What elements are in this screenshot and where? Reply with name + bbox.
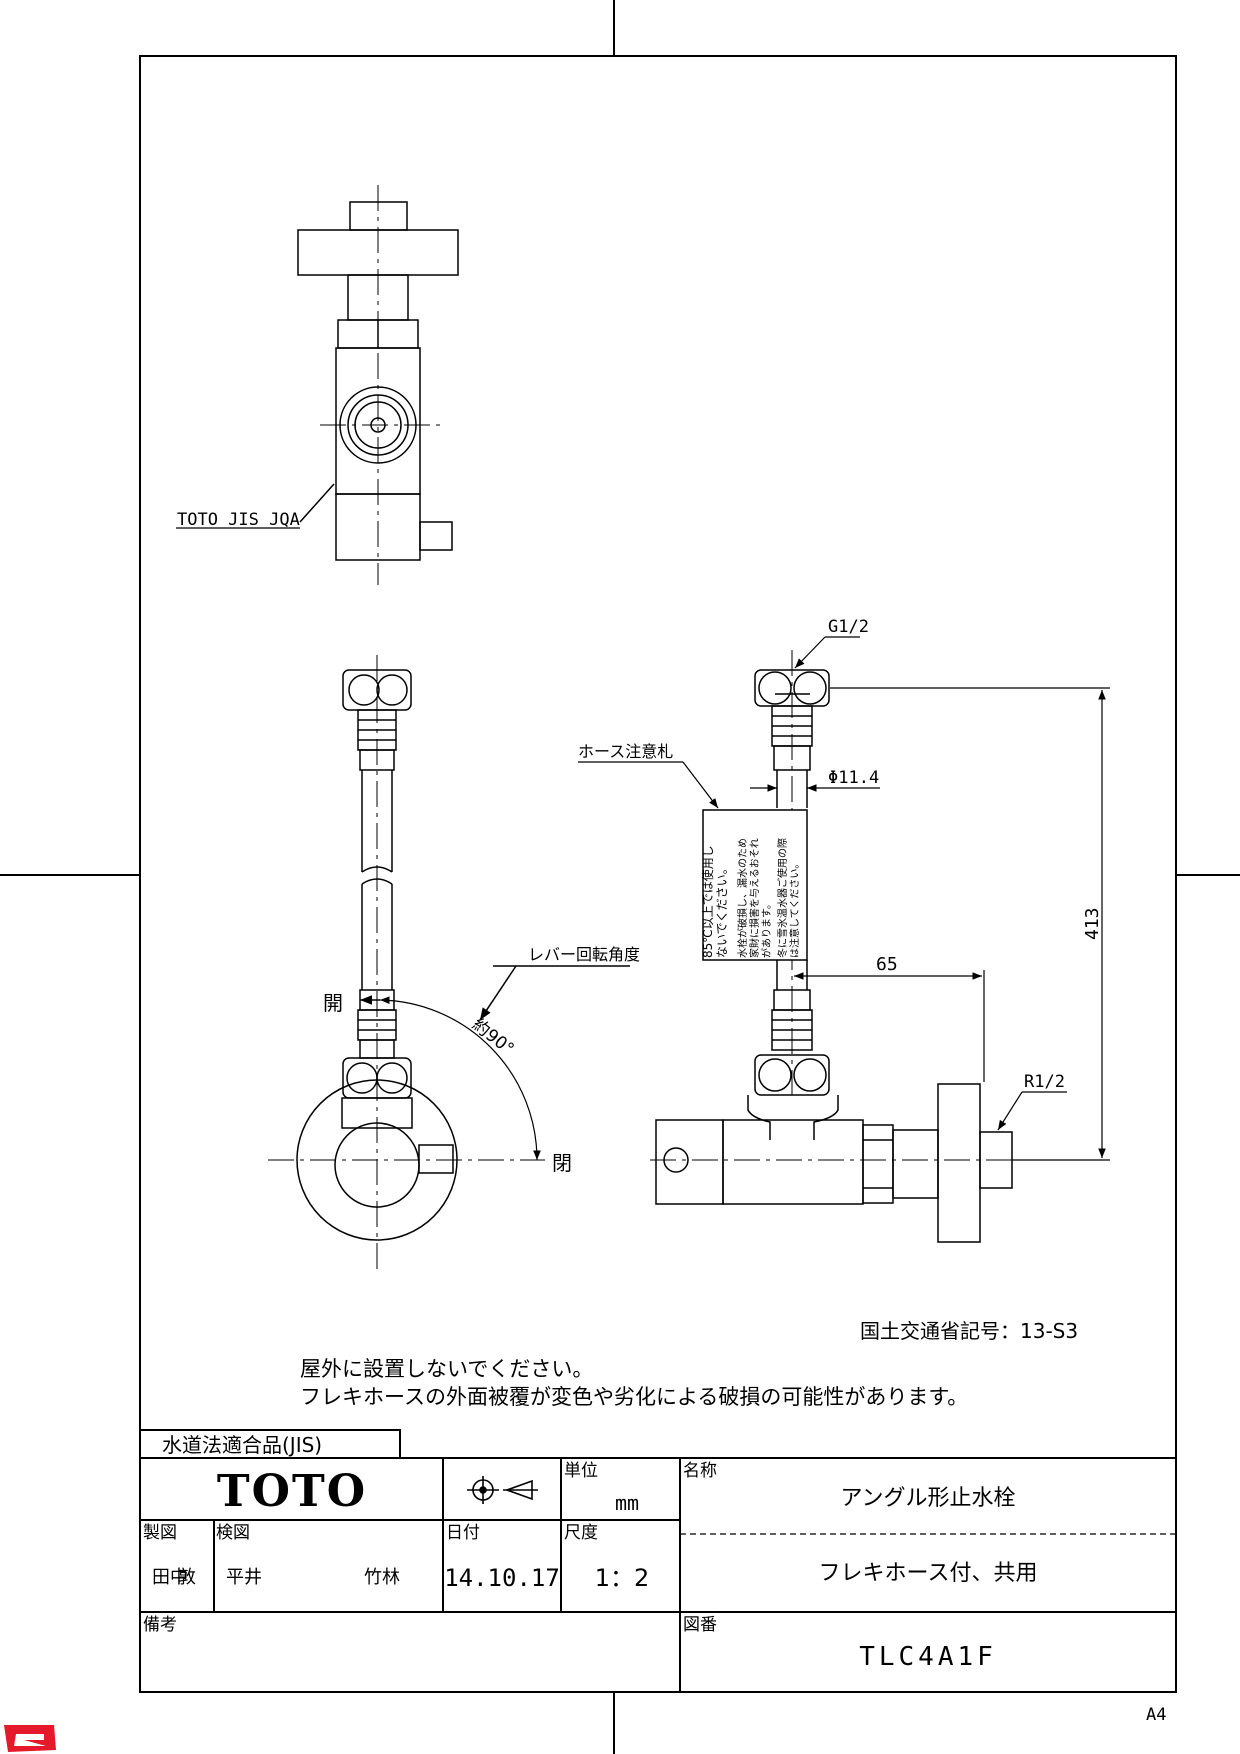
- scale-label: 尺度: [564, 1523, 598, 1543]
- checked-label: 検図: [216, 1523, 250, 1543]
- diameter-label: Φ11.4: [828, 768, 879, 788]
- date-value: 14.10.17: [444, 1564, 560, 1592]
- third-angle-projection-icon: [467, 1476, 538, 1504]
- thread-bottom-label: R1/2: [1024, 1072, 1065, 1092]
- name-label: 名称: [683, 1461, 717, 1481]
- unit-label: 単位: [564, 1461, 598, 1481]
- height-dimension: 413: [1082, 907, 1103, 940]
- drawn-name: 田中: [152, 1567, 188, 1588]
- date-label: 日付: [446, 1523, 480, 1543]
- hose-caution-tag: [702, 809, 808, 961]
- svg-text:家財に損害を与えるおそれ: 家財に損害を与えるおそれ: [748, 838, 761, 958]
- unit-value: mm: [615, 1491, 639, 1515]
- angle-value: 約90°: [468, 1015, 517, 1060]
- checked-name-2: 竹林: [364, 1567, 400, 1588]
- product-subtitle: フレキホース付、共用: [819, 1561, 1038, 1586]
- scale-value: 1：2: [595, 1564, 650, 1592]
- open-label: 開: [323, 991, 343, 1015]
- thread-top-label: G1/2: [828, 617, 869, 637]
- title-block: [139, 1429, 1176, 1692]
- hose-tag-label: ホース注意札: [578, 742, 673, 761]
- svg-text:水栓が破損し、漏水のため: 水栓が破損し、漏水のため: [736, 838, 749, 958]
- valve-front-view: [268, 655, 630, 1270]
- paper-size: A4: [1146, 1705, 1166, 1725]
- corner-logo-icon: [4, 1725, 56, 1752]
- product-name: アングル形止水栓: [840, 1486, 1015, 1511]
- remarks-label: 備考: [143, 1615, 177, 1635]
- lever-angle-label: レバー回転角度: [528, 945, 640, 964]
- drawn-name-2: 敦: [178, 1567, 196, 1588]
- drawing-number: TLC4A1F: [859, 1642, 997, 1672]
- toto-logo: TOTO: [217, 1466, 367, 1517]
- hose-caution-tag-text: 85℃以上では使用し ないでください。 水栓が破損し、漏水のため 家財に損害を与…: [700, 838, 801, 958]
- checked-name-1: 平井: [226, 1567, 262, 1588]
- jis-marks-label: TOTO JIS JQA: [177, 510, 300, 530]
- closed-label: 閉: [552, 1151, 572, 1175]
- registration-number: 国土交通省記号：13-S3: [860, 1319, 1078, 1343]
- svg-text:があります。: があります。: [760, 899, 773, 958]
- dimension-lines: [578, 636, 1110, 1161]
- svg-text:は注意してください。: は注意してください。: [788, 859, 801, 958]
- compliance-label: 水道法適合品(JIS): [162, 1433, 322, 1457]
- note-line-1: 屋外に設置しないでください。: [300, 1357, 593, 1381]
- valve-top-view: [297, 185, 459, 585]
- drawn-label: 製図: [143, 1523, 177, 1543]
- svg-text:85℃以上では使用し: 85℃以上では使用し: [700, 845, 715, 958]
- svg-text:冬に雪氷温水器ご使用の際: 冬に雪氷温水器ご使用の際: [776, 838, 789, 958]
- note-line-2: フレキホースの外面被覆が変色や劣化による破損の可能性があります。: [300, 1385, 968, 1409]
- drawing-number-label: 図番: [683, 1615, 717, 1635]
- svg-text:ないでください。: ないでください。: [715, 862, 729, 958]
- offset-dimension: 65: [876, 954, 898, 975]
